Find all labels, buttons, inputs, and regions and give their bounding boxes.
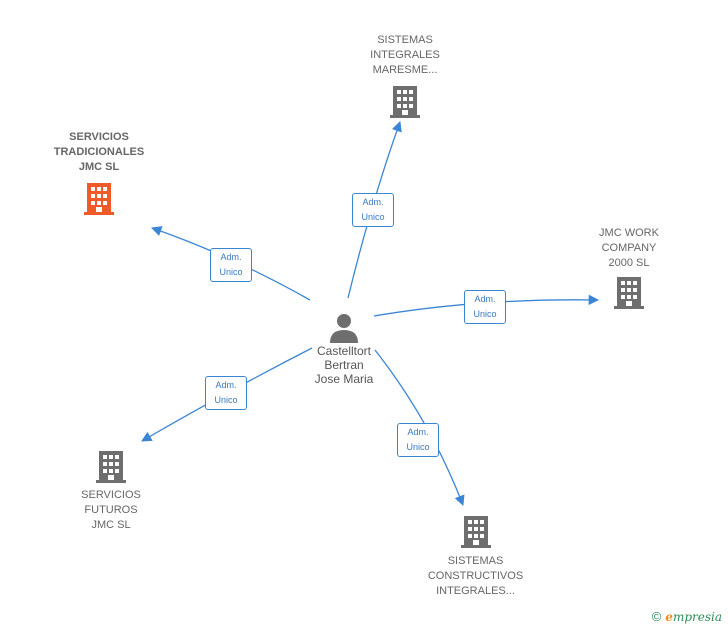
relation-badge-sistemas-integrales[interactable]: Adm.Unico — [352, 193, 394, 227]
company-node-sistemas-integrales[interactable]: SISTEMAS INTEGRALES MARESME... — [350, 33, 460, 118]
company-node-servicios-futuros[interactable]: SERVICIOS FUTUROS JMC SL — [61, 449, 161, 533]
company-node-sistemas-constructivos[interactable]: SISTEMAS CONSTRUCTIVOS INTEGRALES... — [418, 514, 533, 599]
company-label: JMC WORK COMPANY 2000 SL — [599, 227, 659, 269]
person-icon — [330, 314, 358, 343]
company-label: SERVICIOS TRADICIONALES JMC SL — [53, 131, 145, 173]
company-label: SERVICIOS FUTUROS JMC SL — [81, 489, 141, 531]
company-label: SISTEMAS INTEGRALES MARESME... — [370, 34, 440, 76]
person-node[interactable]: Castelltort Bertran Jose Maria — [292, 312, 396, 386]
company-label: SISTEMAS CONSTRUCTIVOS INTEGRALES... — [427, 555, 524, 597]
relation-badge-servicios-futuros[interactable]: Adm.Unico — [205, 376, 247, 410]
relation-badge-jmc-work[interactable]: Adm.Unico — [464, 290, 506, 324]
company-node-jmc-work[interactable]: JMC WORK COMPANY 2000 SL — [584, 226, 674, 309]
building-icon — [614, 277, 644, 309]
brand-footer: ©empresia — [652, 609, 722, 624]
building-icon — [390, 86, 420, 118]
building-icon — [460, 516, 491, 548]
copyright-symbol: © — [651, 609, 662, 624]
person-name: Castelltort Bertran Jose Maria — [314, 344, 374, 386]
building-icon — [96, 451, 126, 483]
building-icon — [84, 183, 114, 215]
company-node-servicios-tradicionales[interactable]: SERVICIOS TRADICIONALES JMC SL — [34, 130, 164, 215]
relation-badge-servicios-tradicionales[interactable]: Adm.Unico — [210, 248, 252, 282]
empresia-logo[interactable]: empresia — [665, 610, 722, 624]
relation-badge-sistemas-constructivos[interactable]: Adm.Unico — [397, 423, 439, 457]
